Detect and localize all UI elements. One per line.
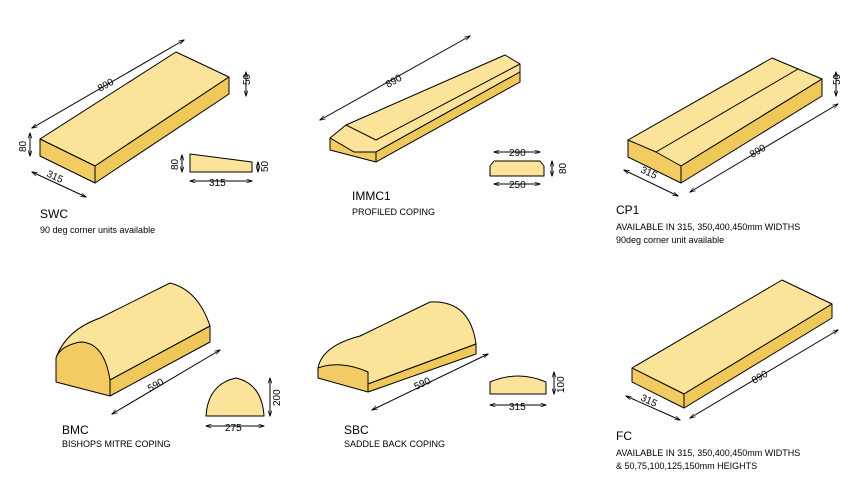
cp1-unit: 50 890 315 CP1 AVAILABLE IN 315, 350,400…: [616, 57, 843, 245]
cp1-note2: 90deg corner unit available: [616, 235, 724, 245]
immc1-ridge: [345, 124, 377, 141]
swc-section-w-label: 315: [209, 178, 226, 189]
swc-height-label: 50: [242, 73, 253, 85]
immc1-basew-label: 250: [509, 180, 526, 191]
sbc-h-label: 100: [556, 376, 567, 393]
bmc-unit: 590 200 275 BMC BISHOPS MITRE COPING: [55, 282, 283, 449]
immc1-h-label: 80: [558, 162, 569, 174]
swc-code: SWC: [40, 207, 68, 221]
immc1-length-label: 890: [384, 73, 404, 91]
immc1-top-face: [329, 54, 521, 153]
cp1-code: CP1: [616, 203, 640, 217]
sbc-w-label: 315: [509, 402, 526, 413]
swc-unit: 890 50 80 315 80 50 315 SWC 90 deg corne…: [18, 40, 271, 235]
bmc-length-dim: [112, 350, 220, 414]
cp1-width-dim: [624, 170, 678, 196]
fc-note1: AVAILABLE IN 315, 350,400,450mm WIDTHS: [616, 448, 800, 458]
swc-length-dim: [32, 40, 184, 128]
bmc-h-label: 200: [272, 389, 283, 406]
cp1-length-dim: [690, 104, 838, 192]
sbc-note: SADDLE BACK COPING: [344, 439, 445, 449]
swc-section-h2-label: 50: [260, 160, 271, 172]
sbc-unit: 590 100 315 SBC SADDLE BACK COPING: [317, 301, 567, 449]
immc1-topw-label: 290: [509, 148, 526, 159]
fc-width-dim: [626, 396, 680, 420]
immc1-length-dim: [320, 36, 470, 120]
swc-side-height-label: 80: [18, 140, 29, 152]
fc-length-label: 890: [750, 369, 770, 387]
fc-width-label: 315: [639, 393, 659, 410]
fc-note2: & 50,75,100,125,150mm HEIGHTS: [616, 461, 757, 471]
fc-length-dim: [690, 330, 838, 418]
sbc-section: [489, 375, 547, 395]
immc1-code: IMMC1: [352, 189, 391, 203]
cp1-height-label: 50: [832, 73, 843, 85]
swc-width-label: 315: [45, 169, 65, 186]
immc1-section: [489, 160, 545, 177]
sbc-code: SBC: [344, 423, 369, 437]
bmc-w-label: 275: [225, 423, 242, 434]
cp1-note1: AVAILABLE IN 315, 350,400,450mm WIDTHS: [616, 222, 800, 232]
swc-section-h1-label: 80: [170, 158, 181, 170]
bmc-length-label: 590: [146, 377, 166, 395]
immc1-unit: 890 290 80 250 IMMC1 PROFILED COPING: [320, 36, 569, 217]
sbc-length-label: 590: [413, 376, 433, 393]
sbc-end-face: [317, 364, 369, 393]
swc-section: [189, 153, 253, 173]
swc-width-dim: [32, 172, 86, 197]
bmc-code: BMC: [62, 423, 89, 437]
bmc-section: [205, 377, 265, 417]
fc-code: FC: [616, 429, 632, 443]
immc1-note: PROFILED COPING: [352, 207, 435, 217]
swc-note: 90 deg corner units available: [40, 225, 155, 235]
fc-unit: 890 315 FC AVAILABLE IN 315, 350,400,450…: [616, 279, 838, 471]
cp1-length-label: 890: [748, 143, 768, 161]
sbc-length-dim: [372, 354, 488, 410]
bmc-note: BISHOPS MITRE COPING: [62, 439, 171, 449]
